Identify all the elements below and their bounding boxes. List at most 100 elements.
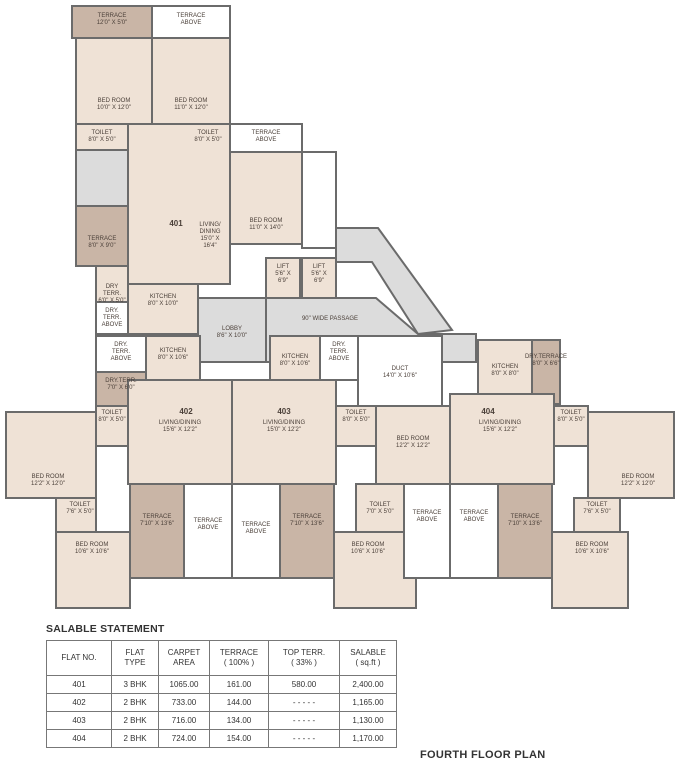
- table-row: 401 3 BHK 1065.00 161.00 580.00 2,400.00: [46, 675, 397, 694]
- flat-number-401: 401: [169, 219, 183, 228]
- cell: 724.00: [158, 729, 210, 748]
- kitchen-401-room: [127, 283, 199, 335]
- table-row: 404 2 BHK 724.00 154.00 - - - - - 1,170.…: [46, 729, 397, 748]
- cell: - - - - -: [268, 693, 340, 712]
- terrace-403-room: [279, 483, 335, 579]
- col-top-terrace: TOP TERR. ( 33% ): [268, 640, 340, 676]
- bedroom-403a-room: [375, 405, 451, 485]
- flat-number-403: 403: [277, 407, 291, 416]
- cell: 3 BHK: [111, 675, 159, 694]
- cell: 2,400.00: [339, 675, 397, 694]
- room-label-passage: 90" WIDE PASSAGE: [302, 316, 358, 322]
- cell: 144.00: [209, 693, 269, 712]
- terrace-above-403b-room: [403, 483, 451, 579]
- toilet-403b-room: [355, 483, 405, 533]
- bedroom-401c-room: [229, 151, 303, 245]
- flat-number-404: 404: [481, 407, 495, 416]
- bedroom-404a-room: [587, 411, 675, 499]
- living-404-room: [449, 393, 555, 485]
- col-flat-type: FLAT TYPE: [111, 640, 159, 676]
- col-terrace: TERRACE ( 100% ): [209, 640, 269, 676]
- dry-above-401-room: [95, 301, 129, 335]
- cell: 580.00: [268, 675, 340, 694]
- cell: 2 BHK: [111, 729, 159, 748]
- cell: - - - - -: [268, 711, 340, 730]
- cell: 401: [46, 675, 112, 694]
- cell: 716.00: [158, 711, 210, 730]
- terrace-404-room: [497, 483, 553, 579]
- shaft-401: [301, 151, 337, 249]
- bedroom-402b-room: [55, 531, 131, 609]
- lift-1-shaft: [265, 257, 301, 299]
- dry-above-403-room: [319, 335, 359, 381]
- kitchen-402-room: [145, 335, 201, 381]
- cell: 2 BHK: [111, 693, 159, 712]
- plan-structure: [5, 5, 675, 609]
- flat-number-402: 402: [179, 407, 193, 416]
- cell: 2 BHK: [111, 711, 159, 730]
- cell: - - - - -: [268, 729, 340, 748]
- salable-statement-table: FLAT NO. FLAT TYPE CARPET AREA TERRACE (…: [46, 640, 397, 748]
- kitchen-403-room: [269, 335, 321, 381]
- plan-title: FOURTH FLOOR PLAN: [420, 749, 546, 761]
- cell: 1,130.00: [339, 711, 397, 730]
- cell: 1,170.00: [339, 729, 397, 748]
- col-salable: SALABLE ( sq.ft ): [339, 640, 397, 676]
- cell: 134.00: [209, 711, 269, 730]
- cell: 161.00: [209, 675, 269, 694]
- salable-statement-title: SALABLE STATEMENT: [46, 623, 165, 635]
- stair-401-area: [75, 149, 129, 207]
- room-label-dry-above-401: DRY.TERR.ABOVE: [102, 308, 123, 328]
- cell: 1065.00: [158, 675, 210, 694]
- cell: 154.00: [209, 729, 269, 748]
- col-flat-no: FLAT NO.: [46, 640, 112, 676]
- table-row: 403 2 BHK 716.00 134.00 - - - - - 1,130.…: [46, 711, 397, 730]
- table-row: 402 2 BHK 733.00 144.00 - - - - - 1,165.…: [46, 693, 397, 712]
- room-label-dry-above-403: DRY.TERR.ABOVE: [329, 342, 350, 362]
- col-carpet-area: CARPET AREA: [158, 640, 210, 676]
- cell: 403: [46, 711, 112, 730]
- lobby-area: [197, 297, 267, 363]
- cell: 1,165.00: [339, 693, 397, 712]
- cell: 733.00: [158, 693, 210, 712]
- cell: 404: [46, 729, 112, 748]
- bedroom-401a-room: [75, 37, 153, 125]
- terrace-above-402-room: [183, 483, 233, 579]
- living-401-room: [127, 123, 231, 285]
- bedroom-402a-room: [5, 411, 97, 499]
- cell: 402: [46, 693, 112, 712]
- bedroom-401b-room: [151, 37, 231, 125]
- terrace-above-403a-room: [231, 483, 281, 579]
